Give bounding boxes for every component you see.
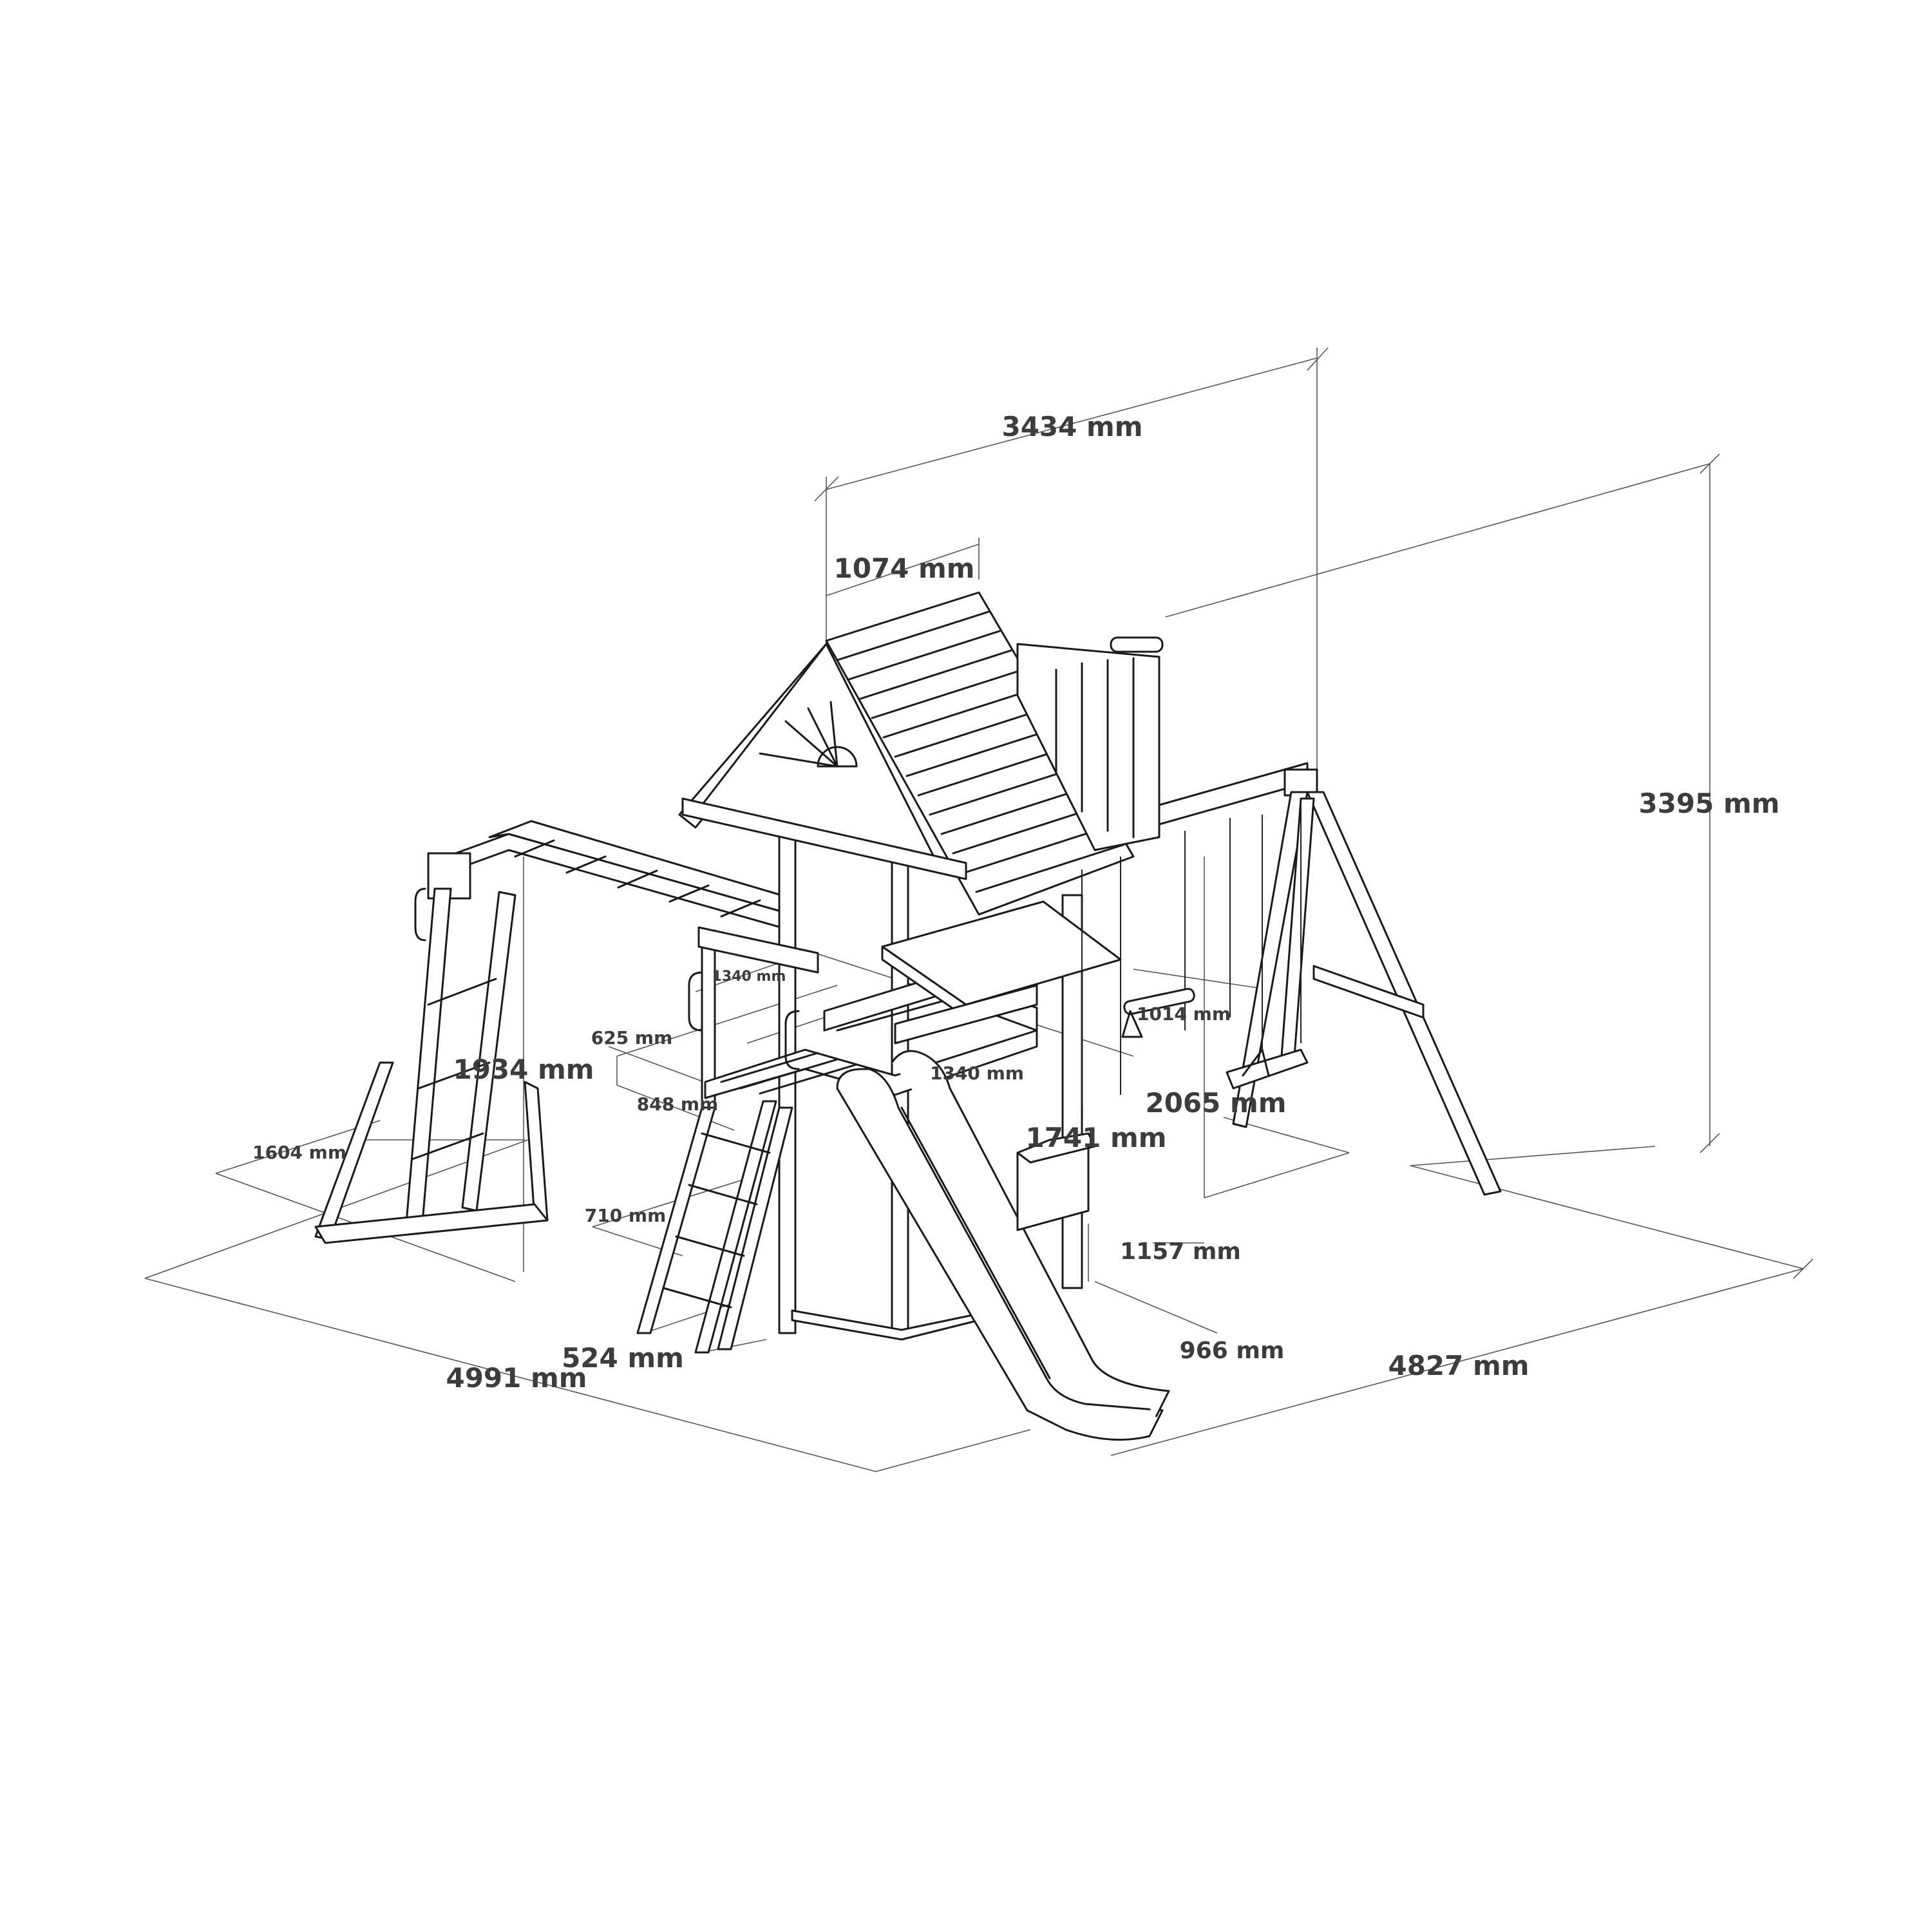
dimension-label-3395: 3395 mm — [1638, 788, 1780, 819]
dimension-label-1741: 1741 mm — [1025, 1122, 1167, 1153]
dimension-label-966: 966 mm — [1179, 1338, 1285, 1364]
dimension-label-1340-lower: 1340 mm — [929, 1063, 1025, 1084]
dimension-label-1340-upper: 1340 mm — [712, 969, 786, 985]
dimension-label-625: 625 mm — [591, 1027, 673, 1048]
dimension-label-1934: 1934 mm — [453, 1054, 594, 1085]
swing-set — [1081, 762, 1502, 1196]
dimension-label-524: 524 mm — [562, 1342, 684, 1374]
canopy — [881, 900, 1122, 1045]
dimension-label-1157: 1157 mm — [1120, 1238, 1241, 1265]
dimension-label-4991: 4991 mm — [446, 1362, 587, 1394]
sandbox — [1016, 1132, 1096, 1231]
roof — [678, 591, 1164, 916]
dimension-label-710: 710 mm — [584, 1205, 667, 1226]
dimension-label-1604: 1604 mm — [252, 1142, 347, 1163]
dimension-label-3434: 3434 mm — [1001, 411, 1143, 442]
dimension-label-1014: 1014 mm — [1136, 1003, 1231, 1025]
monkey-bars — [314, 820, 793, 1244]
slide — [836, 1050, 1170, 1441]
dimension-label-848: 848 mm — [636, 1094, 719, 1115]
ladder — [636, 1100, 793, 1354]
dimension-label-2065: 2065 mm — [1145, 1087, 1287, 1119]
dimension-label-1074: 1074 mm — [833, 553, 975, 584]
dimension-label-4827: 4827 mm — [1388, 1350, 1530, 1381]
